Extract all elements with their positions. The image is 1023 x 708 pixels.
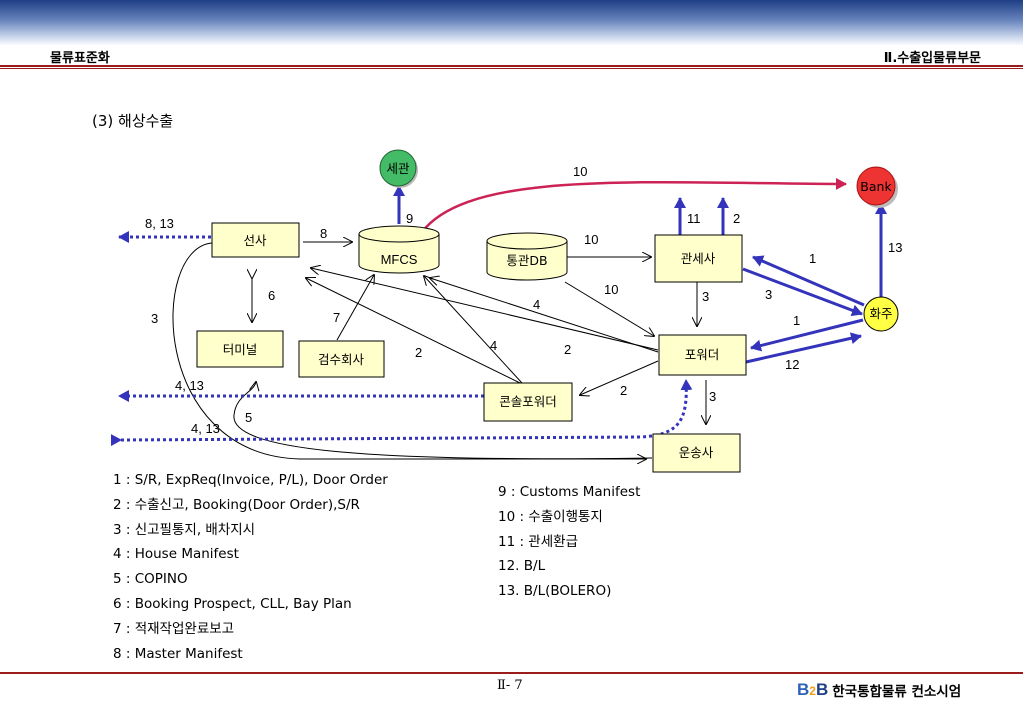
edge-label-10-db: 10 xyxy=(584,232,598,247)
legend-item: 8 : Master Manifest xyxy=(113,645,243,662)
edge-label-8: 8 xyxy=(320,226,327,241)
node-mfcs: MFCS xyxy=(358,225,440,274)
edge-label-7: 7 xyxy=(333,310,340,325)
section-title: (3) 해상수출 xyxy=(92,112,174,130)
node-shipping-line: 선사 xyxy=(211,222,300,258)
legend-item: 4 : House Manifest xyxy=(113,546,239,563)
node-bank: Bank xyxy=(856,166,898,208)
edge-label-4-a: 4 xyxy=(533,297,540,312)
node-tally-company-label: 검수회사 xyxy=(318,352,365,367)
node-consol-forwarder-label: 콘솔포워더 xyxy=(499,394,557,409)
edge-label-9: 9 xyxy=(406,211,413,226)
header-left-title: 물류표준화 xyxy=(50,51,110,66)
page-number: Ⅱ- 7 xyxy=(497,678,523,693)
node-tally-company: 검수회사 xyxy=(298,340,385,378)
edge-label-12: 12 xyxy=(785,357,799,372)
node-customs-db-label: 통관DB xyxy=(506,253,547,268)
edge-label-3-low: 3 xyxy=(709,389,716,404)
edge-label-5: 5 xyxy=(245,410,252,425)
edge-label-2-low: 2 xyxy=(620,383,627,398)
legend-item: 10 : 수출이행통지 xyxy=(498,508,603,525)
arrow-forwarder-to-consol xyxy=(580,360,659,395)
edge-label-2-top: 2 xyxy=(733,211,740,226)
edge-label-2-left: 2 xyxy=(415,345,422,360)
arrow-shipper-to-forwarder xyxy=(750,318,864,352)
edge-label-3-right: 3 xyxy=(765,287,772,302)
header-band xyxy=(0,0,1023,46)
company-logo: B2B 한국통합물류 컨소시엄 xyxy=(797,680,961,700)
arrow-forwarder-bolero-out xyxy=(110,379,693,447)
node-mfcs-label: MFCS xyxy=(381,252,418,267)
company-name: 한국통합물류 컨소시엄 xyxy=(832,684,962,700)
node-carrier-label: 운송사 xyxy=(679,445,714,460)
node-customs-label: 세관 xyxy=(386,161,410,176)
edge-label-4-13-a: 4, 13 xyxy=(175,378,204,393)
edge-label-3-mid: 3 xyxy=(702,289,709,304)
header-right-title: Ⅱ.수출입물류부문 xyxy=(883,51,981,66)
legend-left: 1 : S/R, ExpReq(Invoice, P/L), Door Orde… xyxy=(113,468,388,666)
node-shipping-line-label: 선사 xyxy=(243,233,267,248)
legend-item: 3 : 신고필통지, 배차지시 xyxy=(113,521,256,538)
legend-item: 6 : Booking Prospect, CLL, Bay Plan xyxy=(113,595,352,612)
footer-rule xyxy=(0,672,1023,674)
edge-label-1-mid: 1 xyxy=(793,313,800,328)
edge-label-4-b: 4 xyxy=(490,338,497,353)
arrow-mfcs-to-bank xyxy=(421,177,847,233)
header-rule-thin xyxy=(0,68,1023,69)
arrow-consol-to-mfcs xyxy=(424,276,523,384)
node-customs: 세관 xyxy=(379,149,418,188)
node-customs-broker: 관세사 xyxy=(654,234,743,283)
legend-item: 5 : COPINO xyxy=(113,571,188,588)
edge-label-10-forwarder: 10 xyxy=(604,282,618,297)
node-customs-broker-label: 관세사 xyxy=(681,251,716,266)
edge-label-3-left: 3 xyxy=(151,311,158,326)
legend-item: 11 : 관세환급 xyxy=(498,533,578,550)
edge-label-2-mid: 2 xyxy=(564,342,571,357)
arrow-shipper-to-broker xyxy=(752,255,865,307)
arrow-broker-to-shipper xyxy=(742,267,863,317)
arrow-db-to-forwarder xyxy=(564,281,654,336)
legend-item: 1 : S/R, ExpReq(Invoice, P/L), Door Orde… xyxy=(113,472,388,488)
legend-item: 7 : 적재작업완료보고 xyxy=(113,620,235,637)
legend-item: 12. B/L xyxy=(498,558,546,575)
arrow-forwarder-to-shipper xyxy=(745,332,862,364)
node-bank-label: Bank xyxy=(860,179,892,194)
edge-label-13: 13 xyxy=(888,240,902,255)
edge-label-11: 11 xyxy=(687,211,701,226)
legend-right: 9 : Customs Manifest 10 : 수출이행통지 11 : 관세… xyxy=(498,480,640,604)
node-shipper: 화주 xyxy=(863,296,899,332)
arrow-consol-to-shipping xyxy=(306,278,521,384)
node-shipper-label: 화주 xyxy=(869,306,892,321)
edge-label-6: 6 xyxy=(268,288,275,303)
edge-label-10-top: 10 xyxy=(573,164,587,179)
edge-label-8-13: 8, 13 xyxy=(145,216,174,231)
node-terminal-label: 터미널 xyxy=(223,342,258,357)
edge-label-4-13-b: 4, 13 xyxy=(191,421,220,436)
node-customs-db: 통관DB xyxy=(486,232,568,281)
arrow-forwarder-to-shipping xyxy=(311,268,659,351)
node-consol-forwarder: 콘솔포워더 xyxy=(483,382,573,422)
node-carrier: 운송사 xyxy=(652,433,741,473)
node-terminal: 터미널 xyxy=(196,330,284,368)
node-forwarder-label: 포워더 xyxy=(685,347,720,362)
edge-label-1-top: 1 xyxy=(809,251,816,266)
header-rule xyxy=(0,65,1023,67)
legend-item: 13. B/L(BOLERO) xyxy=(498,583,612,600)
legend-item: 2 : 수출신고, Booking(Door Order),S/R xyxy=(113,496,360,513)
legend-item: 9 : Customs Manifest xyxy=(498,484,641,500)
arrow-shipping-to-carrier xyxy=(172,242,646,459)
logo-mark: B2B xyxy=(797,680,829,699)
arrow-forwarder-to-mfcs xyxy=(430,278,659,353)
arrow-tally-to-mfcs xyxy=(336,275,374,341)
node-forwarder: 포워더 xyxy=(658,334,747,376)
arrow-carrier-to-terminal xyxy=(233,382,653,460)
